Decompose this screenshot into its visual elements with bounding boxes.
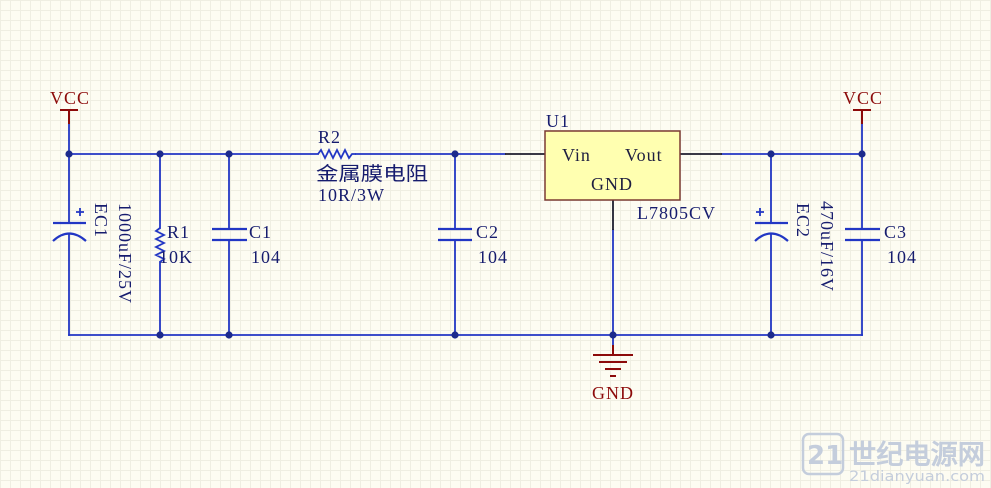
capacitor-c3: C3 104 bbox=[845, 153, 917, 336]
power-port-gnd: GND bbox=[592, 345, 634, 403]
watermark-logo-frame bbox=[801, 432, 845, 476]
plus-icon bbox=[76, 208, 84, 216]
resistor-r1: R1 10K bbox=[153, 153, 193, 336]
c3-designator: C3 bbox=[884, 222, 907, 242]
resistor-r2: R2 金属膜电阻 10R/3W bbox=[316, 127, 428, 205]
watermark-logo: 21 世纪电源网 21dianyuan.com bbox=[801, 432, 985, 485]
ec2-designator: EC2 bbox=[793, 203, 813, 238]
c3-value: 104 bbox=[887, 247, 917, 267]
r2-designator: R2 bbox=[318, 127, 341, 147]
watermark-site: 21dianyuan.com bbox=[849, 469, 985, 485]
wires bbox=[68, 123, 863, 346]
u1-designator: U1 bbox=[546, 111, 570, 131]
capacitor-ec1: EC1 1000uF/25V bbox=[52, 153, 135, 336]
junction-dot bbox=[156, 331, 164, 339]
capacitor-c1: C1 104 bbox=[212, 153, 281, 336]
capacitor-c2: C2 104 bbox=[438, 153, 508, 336]
ec1-designator: EC1 bbox=[91, 203, 111, 238]
ec1-value: 1000uF/25V bbox=[115, 203, 135, 304]
vcc-label: VCC bbox=[50, 88, 90, 108]
capacitor-ec2: EC2 470uF/16V bbox=[754, 153, 837, 336]
c2-designator: C2 bbox=[476, 222, 499, 242]
r1-value: 10K bbox=[159, 247, 193, 267]
u1-pin-vout-label: Vout bbox=[625, 145, 663, 165]
watermark-logo-number: 21 bbox=[807, 441, 843, 471]
r2-zigzag bbox=[317, 147, 356, 161]
gnd-label: GND bbox=[592, 383, 634, 403]
u1-pin-gnd-label: GND bbox=[591, 174, 633, 194]
u1-part-number: L7805CV bbox=[637, 203, 716, 223]
junction-dot bbox=[609, 331, 617, 339]
junction-dot bbox=[767, 331, 775, 339]
u1-pin-vin-label: Vin bbox=[562, 145, 591, 165]
c2-value: 104 bbox=[478, 247, 508, 267]
c1-designator: C1 bbox=[249, 222, 272, 242]
vcc-label: VCC bbox=[843, 88, 883, 108]
u1-body bbox=[544, 130, 681, 201]
power-port-vcc-left: VCC bbox=[50, 88, 90, 124]
junction-dot bbox=[858, 150, 866, 158]
junction-dot bbox=[156, 150, 164, 158]
junction-dot bbox=[451, 150, 459, 158]
power-port-vcc-right: VCC bbox=[843, 88, 883, 124]
regulator-u1: U1 Vin Vout GND L7805CV bbox=[505, 111, 722, 230]
r2-description: 金属膜电阻 bbox=[316, 163, 428, 185]
junction-dot bbox=[65, 150, 73, 158]
r2-value: 10R/3W bbox=[318, 185, 385, 205]
junctions bbox=[65, 150, 866, 339]
junction-dot bbox=[225, 331, 233, 339]
c1-value: 104 bbox=[251, 247, 281, 267]
r1-designator: R1 bbox=[167, 222, 190, 242]
watermark-brand: 世纪电源网 bbox=[849, 439, 985, 471]
junction-dot bbox=[225, 150, 233, 158]
r1-zigzag bbox=[153, 227, 167, 263]
ec2-value: 470uF/16V bbox=[817, 201, 837, 292]
junction-dot bbox=[451, 331, 459, 339]
junction-dot bbox=[767, 150, 775, 158]
plus-icon bbox=[756, 208, 764, 216]
